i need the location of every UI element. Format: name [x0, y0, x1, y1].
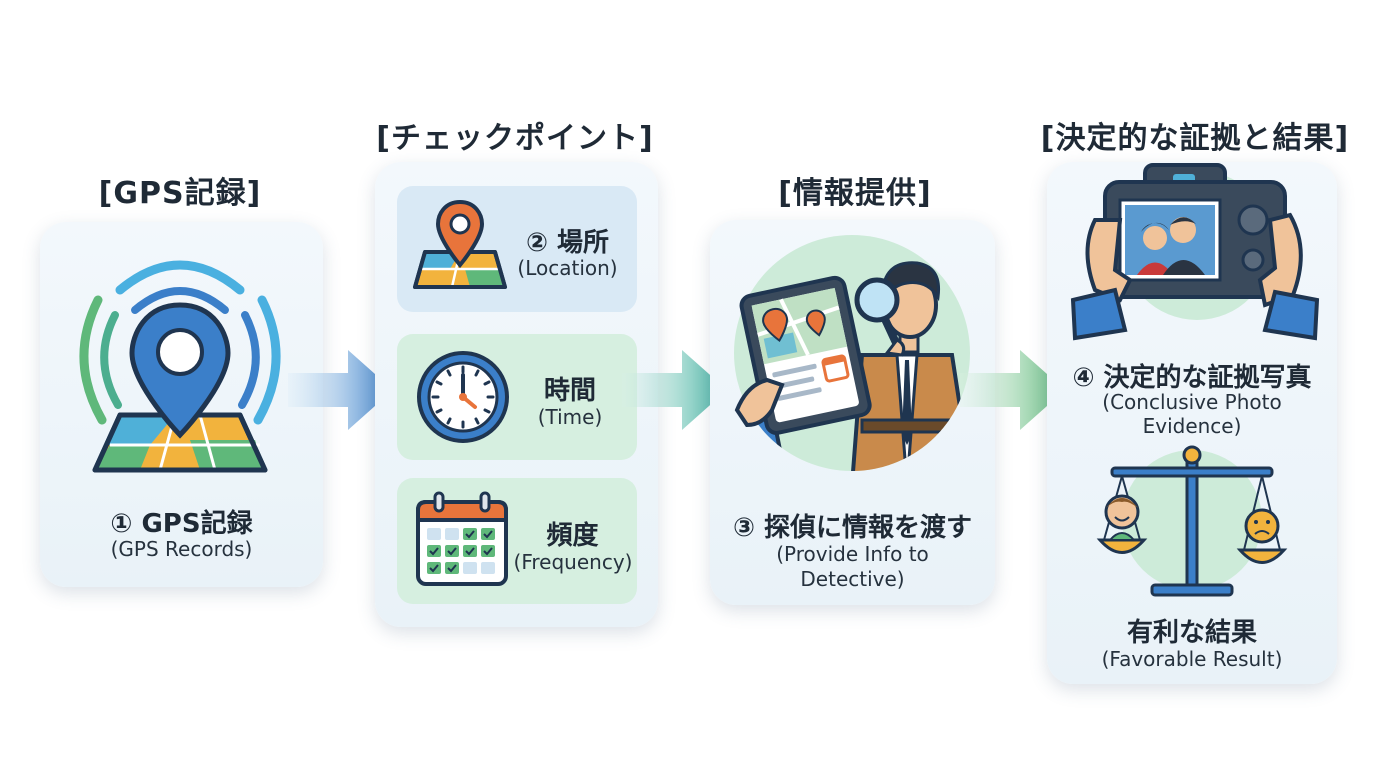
- info-label-en-1: (Provide Info to: [776, 542, 929, 566]
- location-label-jp: ② 場所: [525, 228, 610, 258]
- gps-label-jp: ① GPS記録: [110, 509, 253, 539]
- frequency-label-jp: 頻度: [546, 521, 599, 551]
- detective-illustration: [734, 235, 970, 471]
- info-label-en-2: Detective): [800, 567, 905, 591]
- gps-pin-icon: [79, 260, 281, 473]
- result-label-en: (Favorable Result): [1101, 647, 1283, 671]
- arrow-1: [288, 350, 393, 430]
- location-map-icon: [413, 199, 507, 289]
- heading-evidence: [決定的な証拠と結果]: [1040, 121, 1350, 156]
- result-label-jp: 有利な結果: [1126, 618, 1257, 648]
- heading-checkpoint: [チェックポイント]: [376, 121, 654, 156]
- calendar-icon: [416, 491, 508, 586]
- heading-info: [情報提供]: [778, 176, 932, 211]
- info-label-jp: ③ 探偵に情報を渡す: [732, 513, 973, 543]
- time-label-en: (Time): [537, 405, 603, 429]
- heading-gps: [GPS記録]: [98, 176, 262, 211]
- location-box: [397, 186, 637, 312]
- gps-label-en: (GPS Records): [110, 537, 253, 561]
- scale-icon: [1096, 445, 1288, 597]
- photo-label-jp: ④ 決定的な証拠写真: [1072, 363, 1312, 393]
- location-label-en: (Location): [517, 256, 618, 280]
- clock-icon: [417, 351, 509, 443]
- camera-icon: [1070, 163, 1320, 341]
- photo-label-en-2: Evidence): [1142, 414, 1242, 438]
- frequency-label-en: (Frequency): [513, 550, 633, 574]
- time-label-jp: 時間: [543, 376, 596, 406]
- arrow-3: [960, 350, 1065, 430]
- arrow-2: [622, 350, 727, 430]
- photo-label-en-1: (Conclusive Photo: [1102, 390, 1282, 414]
